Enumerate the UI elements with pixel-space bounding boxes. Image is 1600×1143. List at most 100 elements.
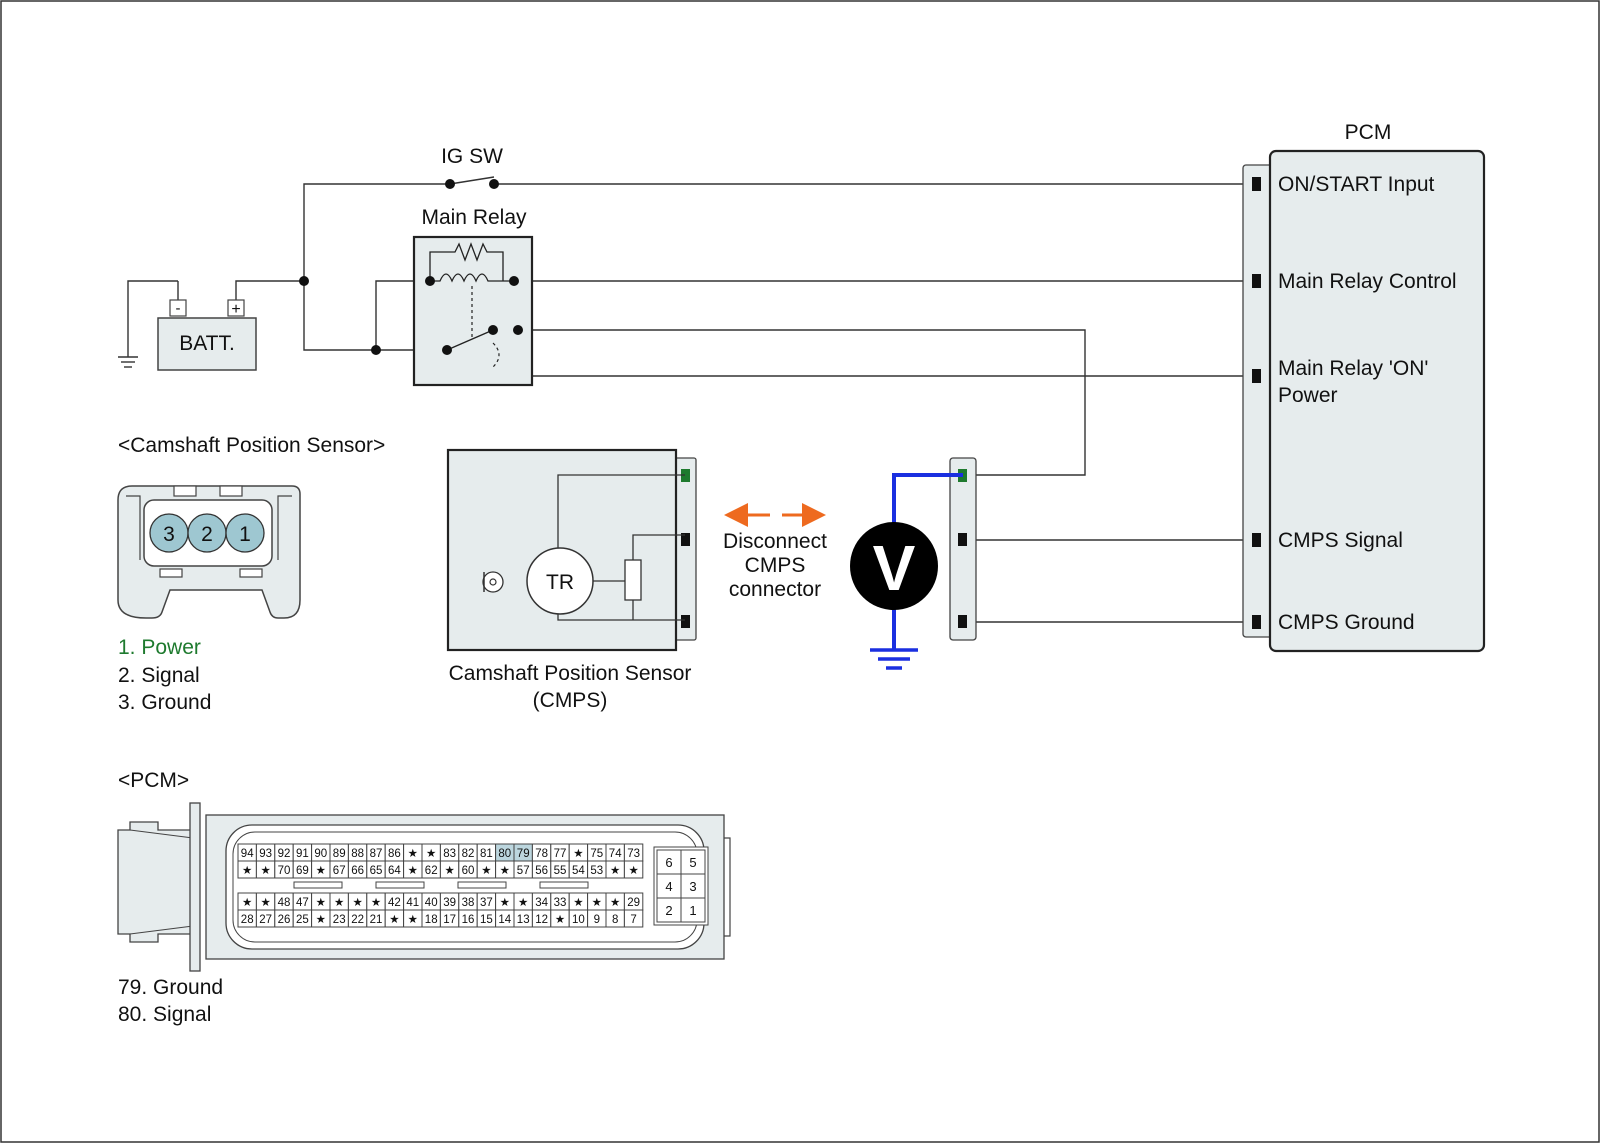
transistor-label: TR [546,571,574,594]
pcm-pin-label: 94 [241,848,254,860]
harness-connector [949,457,977,641]
pcm-pin-label: 10 [572,914,585,926]
pcm-pin-label: 92 [278,848,291,860]
pcm-pin-label: 83 [443,848,456,860]
pcm-pin-cell [623,909,644,928]
pcm-pin-label: ★ [352,897,362,909]
pcm-pin-label: ★ [610,865,620,877]
pcm-pin-label: 65 [370,865,383,877]
pcm-pin-label: 60 [462,865,475,877]
pcm-pin-main-relay-control: Main Relay Control [1278,270,1457,293]
pcm-small-pin-label: 2 [665,903,672,918]
pcm-small-pin-cell [680,897,706,923]
pcm-pin-label: ★ [628,865,638,877]
cmps-legend-signal: 2. Signal [118,664,200,687]
pcm-pin-label: 21 [370,914,383,926]
pcm-pin-label: ★ [500,865,510,877]
pcm-pin-label: 27 [259,914,272,926]
cmps-pin-1: 1 [239,523,251,546]
pcm-pin-label: 23 [333,914,346,926]
pcm-pin-label: ★ [389,914,399,926]
pcm-pin-label: 37 [480,897,493,909]
pcm-pin-label: 82 [462,848,475,860]
pcm-pin-label: 42 [388,897,401,909]
pcm-pin-cell [623,860,644,879]
pcm-title: PCM [1345,121,1392,144]
pcm-small-pin-label: 6 [665,855,672,870]
sensor-caption-1: Camshaft Position Sensor [449,662,692,685]
pcm-pin-label: 88 [351,848,364,860]
cmps-sensor: TR Camshaft Position Sensor (CMPS) [446,448,697,712]
pcm-pin-label: 7 [630,914,636,926]
pcm-pin-label: 13 [517,914,530,926]
pcm-pin-label: 53 [590,865,603,877]
battery-plus-sign: + [231,301,240,318]
pcm-connector-heading: <PCM> [118,769,189,792]
pcm-pin-label: ★ [444,865,454,877]
pcm-pin-label: 81 [480,848,493,860]
pcm-pin-label: 56 [535,865,548,877]
disconnect-line-1: Disconnect [723,530,827,553]
pcm-pin-label: ★ [610,897,620,909]
relay-coil [430,273,514,283]
pcm-pin-label: 14 [498,914,511,926]
pcm-pin-main-relay-on: Main Relay 'ON' [1278,357,1428,380]
pcm-pin-label: ★ [408,914,418,926]
pcm-pin-label: ★ [371,897,381,909]
pcm-pin-label: 55 [554,865,567,877]
pcm-pin-power: Power [1278,384,1338,407]
cmps-pin-2: 2 [201,523,213,546]
pcm-pin-label: 78 [535,848,548,860]
pcm-small-pin-label: 5 [689,855,696,870]
pcm-legend-ground: 79. Ground [118,976,223,999]
pcm-pin-label: ★ [408,848,418,860]
pcm-pin-label: ★ [481,865,491,877]
sensor-caption-2: (CMPS) [533,689,608,712]
relay-contact [446,329,494,351]
disconnect-line-3: connector [729,578,821,601]
pcm-pin-label: ★ [260,865,270,877]
voltmeter-symbol: V [873,532,916,604]
pcm-pin-label: 90 [314,848,327,860]
pcm-pin-label: 89 [333,848,346,860]
pcm-pin-label: ★ [242,865,252,877]
pcm-pin-label: ★ [573,848,583,860]
pcm-pin-label: ★ [592,897,602,909]
pcm-pin-label: 16 [462,914,475,926]
pcm-small-pin-cell [656,873,682,899]
pcm-pin-on-start-input: ON/START Input [1278,173,1435,196]
battery-label: BATT. [179,332,235,355]
pcm-pin-label: 93 [259,848,272,860]
pcm-pin-label: 70 [278,865,291,877]
pcm-pin-label: 38 [462,897,475,909]
pcm-pin-label: 26 [278,914,291,926]
battery-positive-terminal [227,299,245,317]
pcm-pin-label: ★ [316,914,326,926]
pcm-block: PCM ON/START Input Main Relay Control Ma… [1242,121,1486,653]
pcm-pin-label: 54 [572,865,585,877]
voltmeter-icon [850,522,938,610]
pcm-pin-label: 17 [443,914,456,926]
pcm-pin-cmps-signal: CMPS Signal [1278,529,1403,552]
pcm-pin-cmps-ground: CMPS Ground [1278,611,1415,634]
pcm-pin-label: 91 [296,848,309,860]
wiring [118,176,1257,623]
sensor-magnet-icon [482,571,504,593]
disconnect-line-2: CMPS [745,554,806,577]
pcm-pin-label: 12 [535,914,548,926]
junction-dots [299,276,381,355]
pcm-pin-label: 69 [296,865,309,877]
pcm-pin-label: 29 [627,897,640,909]
pcm-pin-label: ★ [573,897,583,909]
pcm-pin-label: 67 [333,865,346,877]
pcm-small-pin-cell [680,849,706,875]
transistor-icon [526,547,594,615]
pcm-pin-label: ★ [334,897,344,909]
pcm-pin-label: ★ [555,914,565,926]
pcm-small-pin-label: 3 [689,879,696,894]
